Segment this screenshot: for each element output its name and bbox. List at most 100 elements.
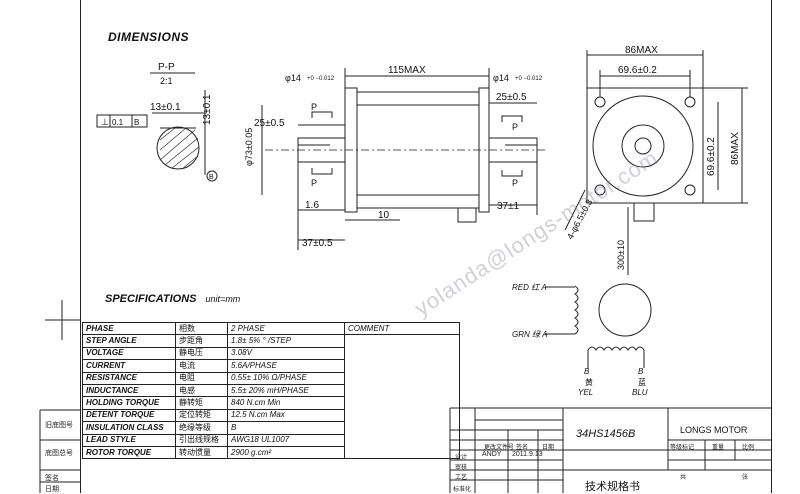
spec-val: 5.5± 20% mH/PHASE bbox=[227, 383, 345, 398]
tb-change-doc: 更改文件号 bbox=[484, 445, 515, 451]
tb-sheet-total: 共 bbox=[680, 475, 687, 481]
wire-yel-b: B bbox=[584, 367, 590, 376]
spec-cn: 电感 bbox=[175, 383, 228, 398]
spec-val: 2900 g.cm² bbox=[227, 445, 345, 460]
model-number: 34HS1456B bbox=[576, 428, 636, 440]
wire-green-label: GRN 绿 A bbox=[512, 330, 548, 339]
rear-shaft-total: 37±1 bbox=[497, 201, 520, 212]
spec-val: 840 N.cm Min bbox=[227, 396, 345, 410]
sidebar-old-drawing-no: 旧底图号 bbox=[45, 422, 73, 429]
wire-yel-en: YEL bbox=[578, 388, 594, 397]
spec-row: DETENT TORQUE 定位转矩 12.5 N.cm Max bbox=[82, 408, 460, 423]
tb-design-date: 2011.9.13 bbox=[512, 451, 543, 458]
wire-blu-cn: 蓝 bbox=[638, 378, 646, 387]
spec-val: AWG18 UL1007 bbox=[227, 433, 345, 447]
spec-val: 3.08V bbox=[227, 346, 345, 361]
spec-row: CURRENT 电流 5.6A/PHASE bbox=[82, 359, 460, 373]
spec-en: INDUCTANCE bbox=[82, 383, 176, 398]
spec-cn: 绝缘等级 bbox=[175, 421, 228, 435]
key-width-dim: 13±0.1 bbox=[150, 102, 181, 113]
flatness-tol: 0.1 bbox=[112, 118, 124, 127]
spec-cn: 电阻 bbox=[175, 371, 228, 385]
pilot-dia: φ73±0.05 bbox=[244, 128, 254, 166]
key-depth-dim: 13±0.1 bbox=[202, 94, 213, 125]
flange-thk: 10 bbox=[378, 210, 390, 221]
section-scale: 2:1 bbox=[160, 76, 173, 86]
lead-length: 300±10 bbox=[616, 240, 626, 270]
flatness-datum: B bbox=[134, 118, 139, 127]
front-shaft-total: 37±0.5 bbox=[302, 238, 333, 249]
wire-blu-b: B bbox=[638, 367, 644, 376]
tb-weight: 重量 bbox=[712, 445, 725, 451]
spec-en: RESISTANCE bbox=[82, 371, 176, 385]
spec-en: STEP ANGLE bbox=[82, 334, 176, 348]
shaft-dia-right: φ14 bbox=[493, 73, 509, 83]
phase-a-coil bbox=[574, 285, 579, 335]
dimensions-title: DIMENSIONS bbox=[108, 30, 190, 44]
datum-circle bbox=[206, 170, 218, 182]
section-mark-3: P bbox=[512, 122, 518, 132]
datum-mark: B bbox=[209, 174, 214, 181]
spec-cn: 静电压 bbox=[175, 346, 228, 361]
spec-cn: 相数 bbox=[175, 321, 228, 336]
pilot-circle bbox=[592, 95, 694, 197]
shaft-len-left: 25±0.5 bbox=[254, 118, 285, 129]
comment-header: COMMENT bbox=[344, 321, 460, 336]
sidebar-sign: 签名 bbox=[45, 475, 59, 482]
spec-row: ROTOR TORQUE 转动惯量 2900 g.cm² bbox=[82, 445, 460, 460]
spec-val: 12.5 N.cm Max bbox=[227, 408, 345, 423]
tb-date-label: 日期 bbox=[542, 445, 555, 451]
spec-en: VOLTAGE bbox=[82, 346, 176, 361]
drawing-frame bbox=[80, 0, 772, 493]
tb-ratio: 比例 bbox=[742, 445, 755, 451]
spec-val: 5.6A/PHASE bbox=[227, 359, 345, 373]
spec-val: 2 PHASE bbox=[227, 321, 345, 336]
sidebar-drawing-total-no: 底图总号 bbox=[45, 450, 73, 457]
spec-row: STEP ANGLE 步距角 1.8± 5% ° /STEP bbox=[82, 334, 460, 460]
body-length-dim: 115MAX bbox=[388, 65, 426, 76]
tb-review: 审核 bbox=[455, 465, 468, 471]
spec-row: RESISTANCE 电阻 0.55± 10% Ω/PHASE bbox=[82, 371, 460, 385]
tb-stage: 等级标记 bbox=[670, 445, 695, 451]
rear-shaft bbox=[488, 137, 538, 163]
comment-cell bbox=[344, 334, 460, 460]
section-label: P-P bbox=[158, 62, 175, 73]
shaft-tol-right: +0 −0.012 bbox=[515, 76, 543, 82]
hole-pitch-h: 69.6±0.2 bbox=[618, 65, 657, 76]
pilot-depth: 1.6 bbox=[305, 200, 319, 211]
tb-sign: 签名 bbox=[516, 445, 529, 451]
lead-exit bbox=[633, 202, 655, 222]
shaft-section-circle bbox=[156, 126, 200, 170]
specifications-title: SPECIFICATIONS unit=mm bbox=[105, 293, 240, 305]
spec-en: PHASE bbox=[82, 321, 176, 336]
spec-title-text: SPECIFICATIONS bbox=[105, 293, 197, 305]
spec-cn: 转动惯量 bbox=[175, 445, 228, 460]
tb-design: 设计 bbox=[455, 455, 468, 461]
spec-unit: unit=mm bbox=[205, 294, 241, 304]
spec-cn: 定位转矩 bbox=[175, 408, 228, 423]
shaft-dia-left: φ14 bbox=[285, 73, 301, 83]
tb-designer: ANDY bbox=[482, 451, 502, 458]
spec-val: B bbox=[227, 421, 345, 435]
section-mark-1: P bbox=[311, 102, 317, 112]
tb-sheet-no: 张 bbox=[742, 475, 749, 481]
section-mark-4: P bbox=[512, 178, 518, 188]
spec-cn: 电流 bbox=[175, 359, 228, 373]
flatness-symbol: ⊥ bbox=[101, 117, 109, 127]
spec-en: HOLDING TORQUE bbox=[82, 396, 176, 410]
spec-en: ROTOR TORQUE bbox=[82, 445, 176, 460]
section-mark-2: P bbox=[311, 178, 317, 188]
company-name: LONGS MOTOR bbox=[680, 425, 748, 435]
flange-size-v: 86MAX bbox=[730, 132, 741, 165]
wire-blu-en: BLU bbox=[632, 388, 648, 397]
sidebar-date: 日期 bbox=[45, 486, 59, 493]
spec-val: 1.8± 5% ° /STEP bbox=[227, 334, 345, 348]
shaft-len-right: 25±0.5 bbox=[496, 92, 527, 103]
wire-yel-cn: 黄 bbox=[585, 378, 593, 387]
wire-red-label: RED 红 A bbox=[512, 283, 547, 292]
spec-val: 0.55± 10% Ω/PHASE bbox=[227, 371, 345, 385]
spec-cn: 步距角 bbox=[175, 334, 228, 348]
tb-craft: 工艺 bbox=[455, 475, 468, 481]
motor-winding-circle bbox=[598, 283, 652, 337]
